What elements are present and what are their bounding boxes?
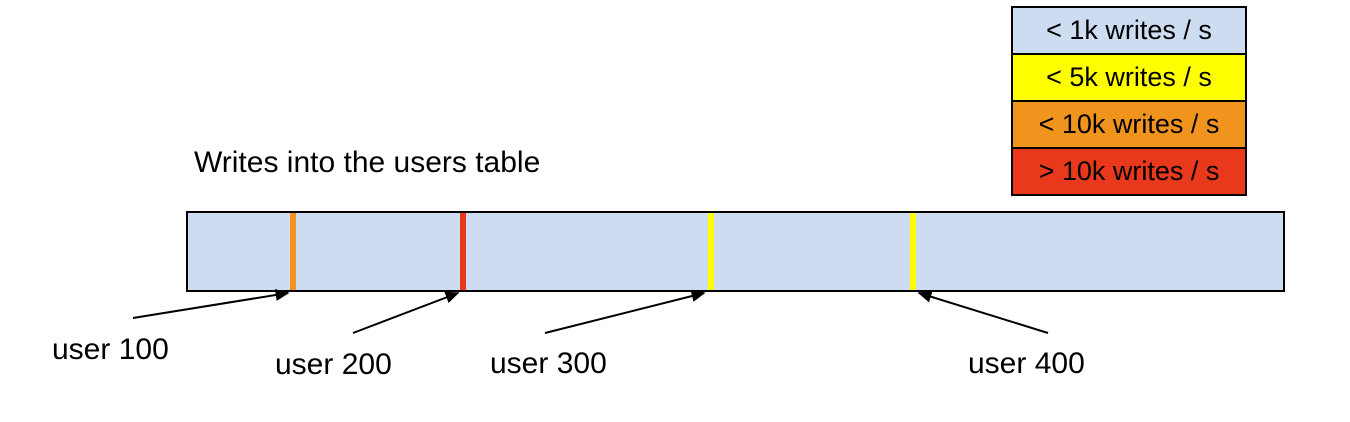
legend-item-label: < 10k writes / s [1038, 109, 1220, 139]
user-label-0: user 100 [52, 333, 169, 366]
user-label-3: user 400 [968, 347, 1085, 380]
user-label-1: user 200 [275, 348, 392, 381]
legend-item-0: < 1k writes / s [1011, 6, 1247, 55]
write-hotspot-marker-0 [290, 213, 296, 290]
write-hotspot-marker-2 [708, 213, 714, 290]
legend-item-3: > 10k writes / s [1011, 147, 1247, 196]
legend-item-label: > 10k writes / s [1038, 156, 1220, 186]
callout-arrow-3 [917, 290, 1049, 334]
legend-item-label: < 1k writes / s [1046, 15, 1212, 45]
callout-arrow-0 [132, 289, 290, 319]
user-label-2: user 300 [490, 347, 607, 380]
callout-arrow-1 [352, 291, 460, 334]
diagram-title: Writes into the users table [194, 146, 541, 179]
legend-item-2: < 10k writes / s [1011, 100, 1247, 149]
callout-arrow-2 [544, 290, 706, 334]
legend-item-1: < 5k writes / s [1011, 53, 1247, 102]
write-hotspot-marker-1 [460, 213, 466, 290]
legend-item-label: < 5k writes / s [1046, 62, 1212, 92]
write-hotspot-marker-3 [910, 213, 916, 290]
users-table-bar [186, 211, 1285, 292]
legend: < 1k writes / s < 5k writes / s < 10k writ… [1011, 6, 1247, 196]
